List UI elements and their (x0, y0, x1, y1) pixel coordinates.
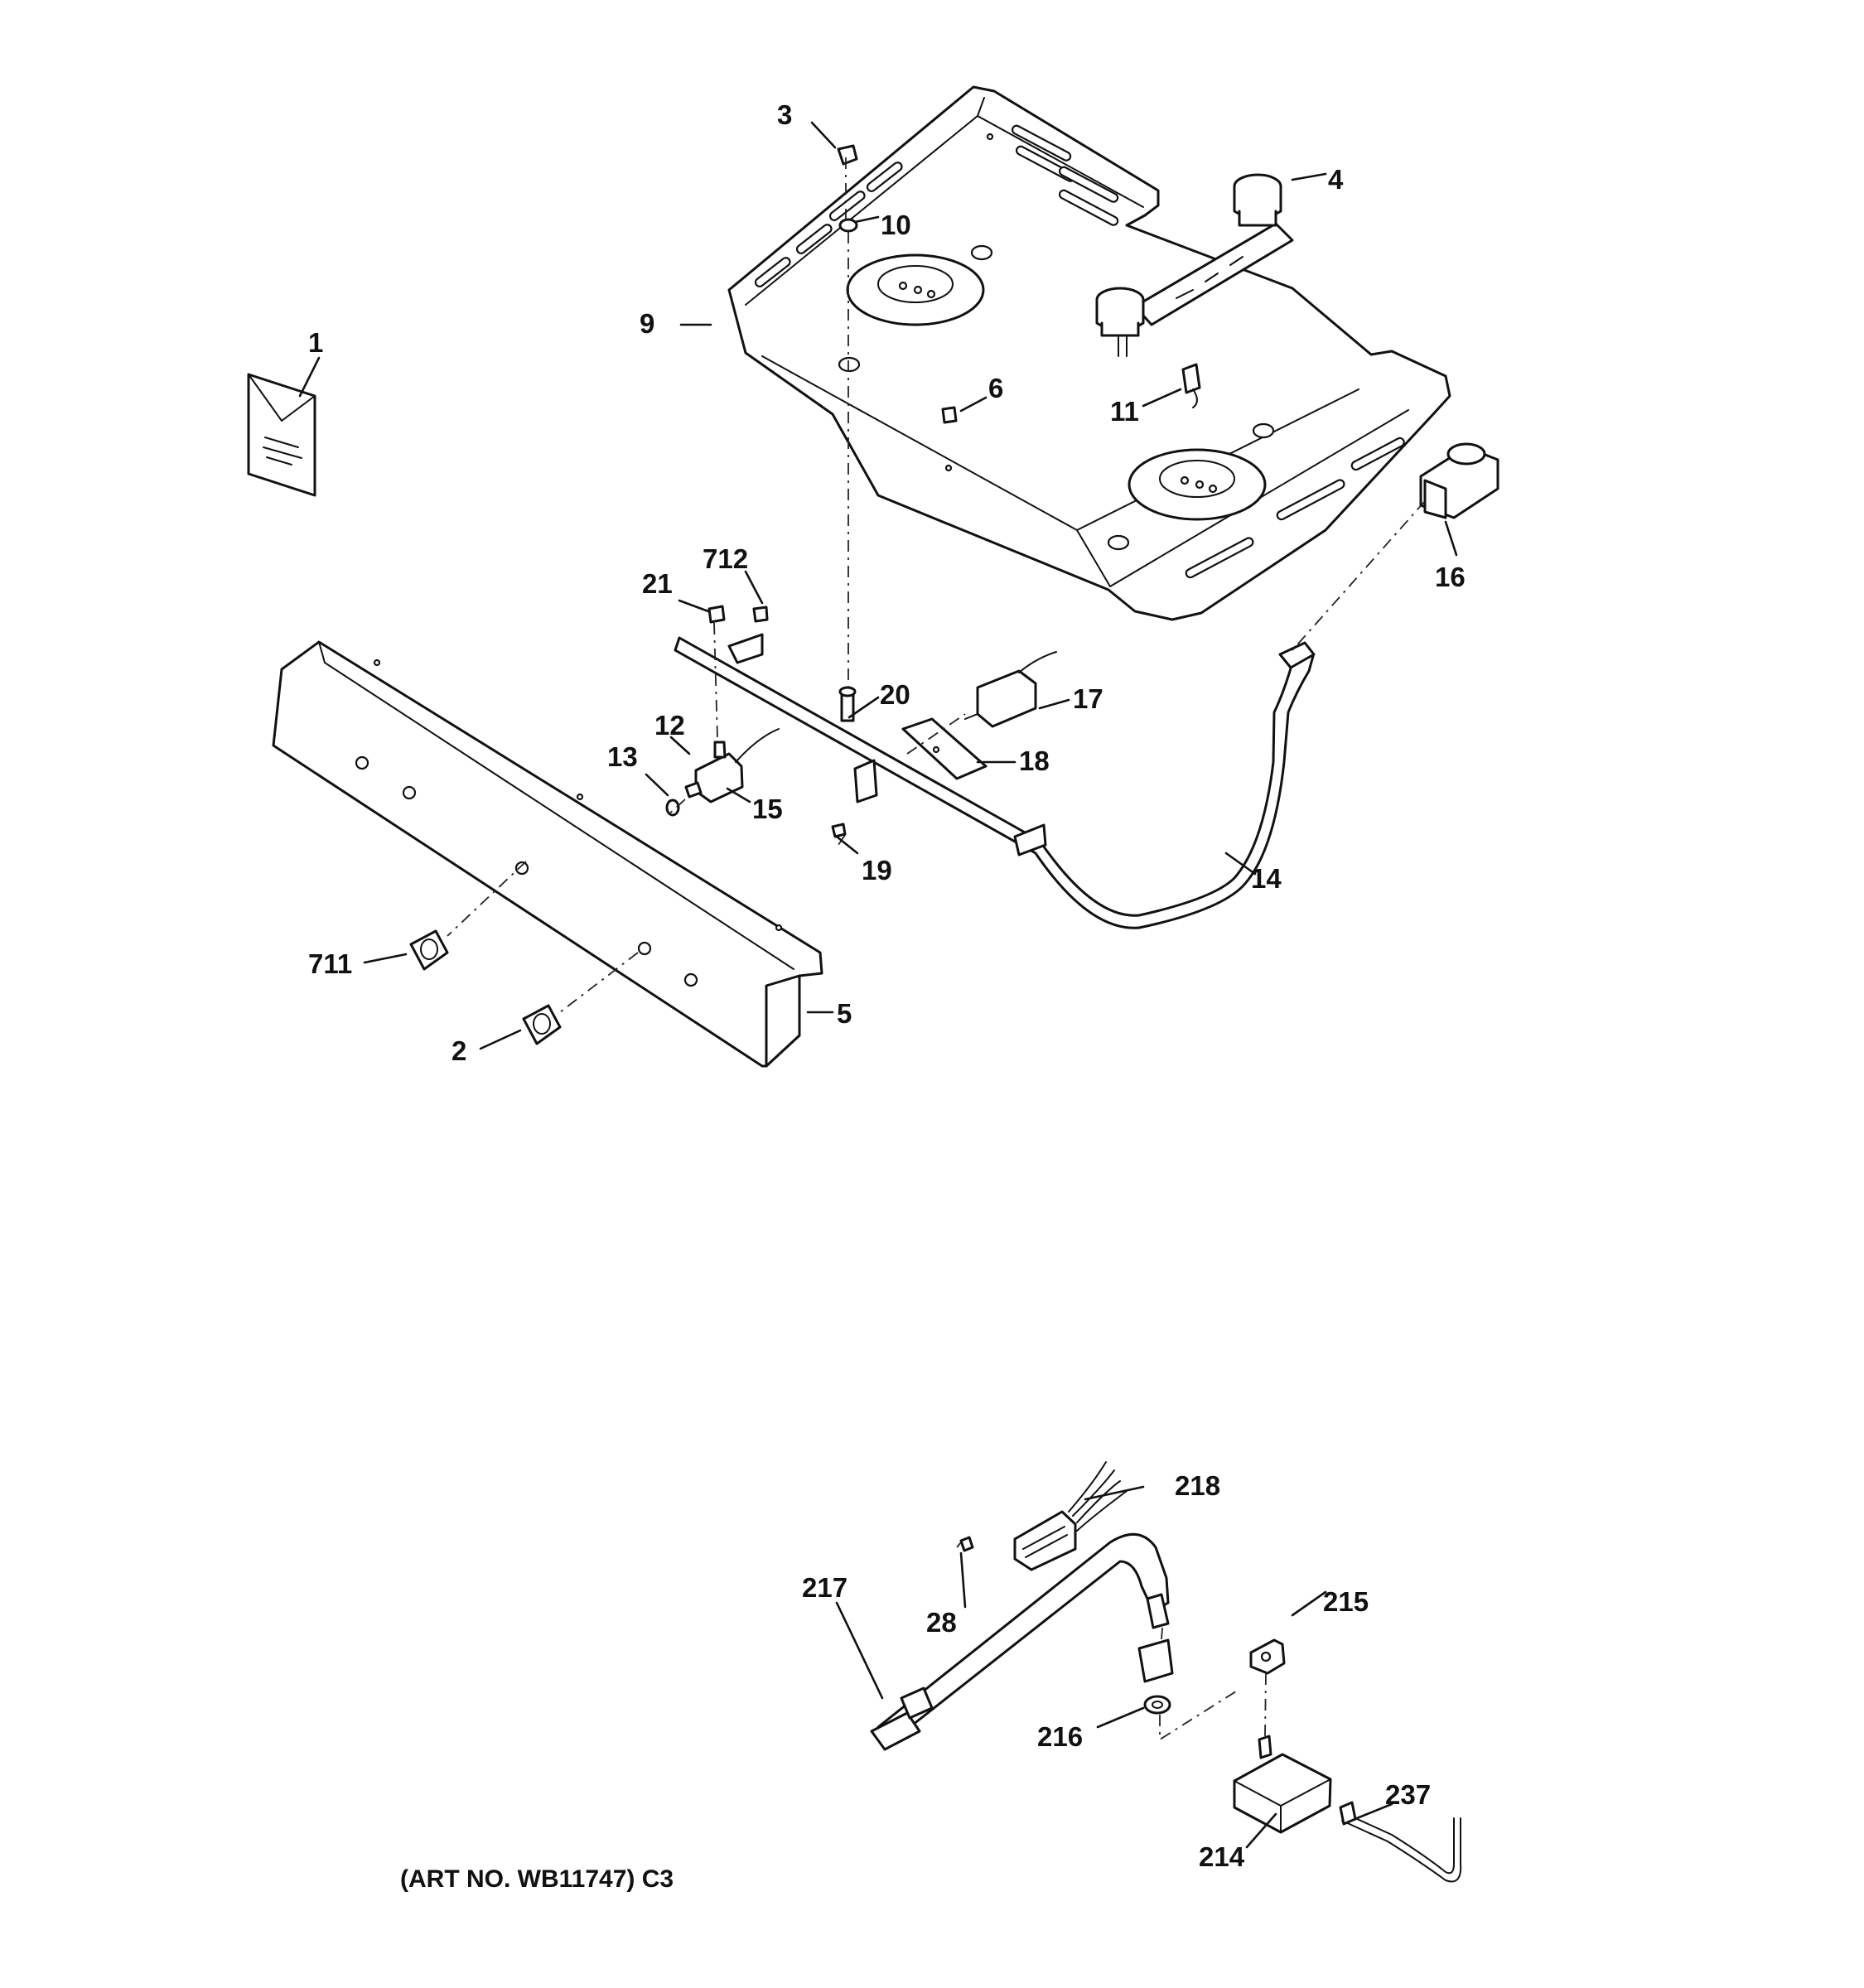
label-10: 10 (881, 210, 911, 240)
bracket-215 (1249, 1638, 1286, 1675)
label-712: 712 (703, 543, 748, 574)
manifold-panel-part (272, 640, 823, 1068)
art-number-caption: (ART NO. WB11747) C3 (400, 1865, 674, 1893)
label-6: 6 (988, 373, 1003, 403)
label-215: 215 (1323, 1586, 1369, 1617)
label-13: 13 (607, 741, 638, 772)
label-237: 237 (1385, 1779, 1431, 1810)
label-711: 711 (308, 948, 352, 979)
grommet-10 (838, 218, 858, 233)
screw-21 (707, 605, 726, 624)
label-218: 218 (1175, 1470, 1220, 1501)
leader-lines (298, 121, 1458, 1849)
label-1: 1 (308, 327, 323, 358)
label-17: 17 (1073, 683, 1103, 714)
label-12: 12 (654, 710, 685, 741)
screw-19 (831, 823, 847, 838)
screw-6 (941, 406, 958, 424)
label-18: 18 (1019, 746, 1050, 776)
screw-712 (752, 606, 769, 623)
callout-labels: 1 3 4 10 9 6 11 16 712 21 20 17 12 13 18… (308, 99, 1466, 1872)
burner-box-part (727, 85, 1451, 621)
switch-part (964, 651, 1057, 728)
label-217: 217 (802, 1572, 847, 1603)
label-216: 216 (1037, 1721, 1083, 1752)
label-21: 21 (642, 568, 673, 599)
label-16: 16 (1435, 562, 1466, 592)
label-20: 20 (880, 679, 910, 710)
clip-28 (959, 1536, 974, 1552)
label-4: 4 (1328, 164, 1344, 195)
label-5: 5 (837, 998, 852, 1029)
tube-237 (1339, 1801, 1462, 1883)
orifice-20 (838, 686, 857, 722)
label-2: 2 (452, 1035, 466, 1066)
top-burners-part (1095, 173, 1294, 357)
label-214: 214 (1199, 1841, 1245, 1872)
label-9: 9 (640, 308, 654, 339)
label-3: 3 (777, 99, 792, 130)
switch-bracket-part (901, 717, 988, 780)
igniter-bracket-part (1181, 363, 1201, 408)
manifold-pipe-part (674, 633, 1316, 929)
knob-2 (522, 1004, 562, 1045)
valve-214 (1233, 1735, 1332, 1834)
washer-13 (665, 799, 680, 817)
regulator-part (1419, 442, 1499, 519)
label-14: 14 (1251, 863, 1282, 894)
label-15: 15 (752, 794, 783, 824)
envelope-part (247, 373, 316, 497)
connector-218 (1013, 1461, 1128, 1571)
label-11: 11 (1110, 396, 1139, 427)
screw-3 (837, 144, 858, 166)
label-19: 19 (862, 855, 892, 885)
igniter-tube-217 (870, 1532, 1170, 1751)
knob-711 (409, 929, 449, 971)
label-28: 28 (926, 1607, 957, 1638)
spacer-216 (1137, 1638, 1174, 1715)
